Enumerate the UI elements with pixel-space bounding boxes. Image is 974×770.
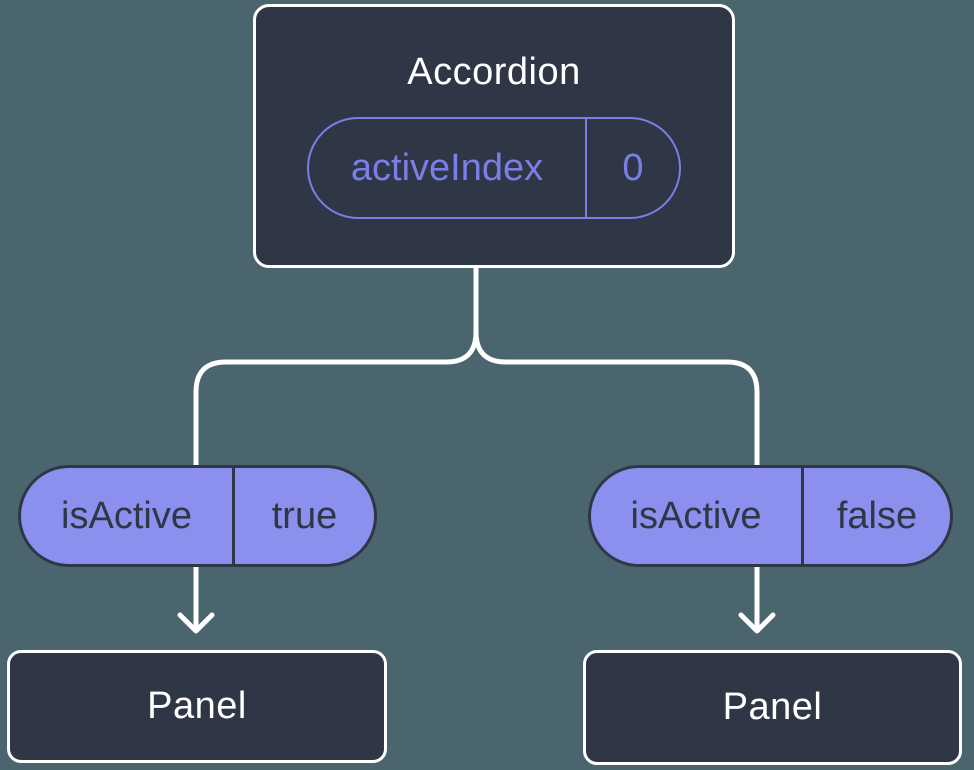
right-arrowhead-icon	[738, 612, 776, 634]
panel-node-right: Panel	[583, 650, 962, 765]
connector-branch-right	[473, 263, 760, 470]
panel-node-left: Panel	[7, 650, 387, 763]
pill-divider	[232, 468, 235, 564]
active-index-pill-name: activeIndex	[350, 146, 544, 189]
is-active-pill-left-value: true	[271, 494, 338, 537]
connector-group	[177, 263, 776, 634]
panel-node-left-title: Panel	[147, 685, 247, 727]
accordion-node-title: Accordion	[407, 51, 581, 93]
accordion-node: Accordion activeIndex 0	[253, 4, 735, 268]
panel-node-right-title: Panel	[722, 686, 823, 728]
is-active-pill-right: isActive false	[588, 465, 953, 567]
is-active-pill-right-value: false	[836, 494, 918, 537]
is-active-pill-left: isActive true	[18, 465, 377, 567]
pill-divider	[801, 468, 804, 564]
active-index-pill-value: 0	[622, 146, 644, 189]
active-index-pill: activeIndex 0	[307, 117, 681, 219]
is-active-pill-right-name: isActive	[630, 494, 762, 537]
pill-divider	[585, 119, 587, 217]
connector-branch-left	[193, 263, 479, 470]
is-active-pill-left-name: isActive	[61, 494, 192, 537]
left-arrowhead-icon	[177, 612, 215, 634]
